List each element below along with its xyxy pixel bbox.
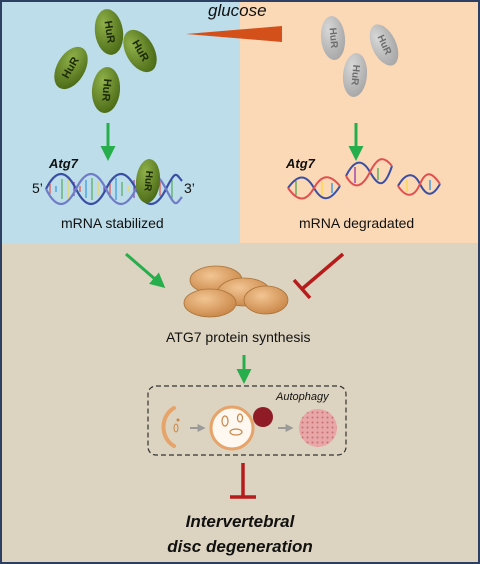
autophagy-box: [147, 385, 347, 456]
mrna-fragment: [287, 176, 341, 200]
mrna-fragment: [397, 173, 441, 196]
outcome-line-1: Intervertebral: [185, 512, 295, 531]
hur-protein-active: HuR: [94, 9, 124, 55]
mrna-degradated-label: mRNA degradated: [299, 215, 415, 231]
glucose-gradient-wedge: [186, 26, 282, 42]
mrna-stabilized-label: mRNA stabilized: [61, 215, 164, 231]
svg-text:HuR: HuR: [141, 170, 154, 192]
hur-protein-inactive: HuR: [320, 16, 346, 60]
hur-protein-active: HuR: [54, 46, 88, 90]
autophagy-label: Autophagy: [276, 391, 329, 403]
hur-protein-active: HuR: [91, 67, 121, 113]
atg7-protein-cluster: [183, 265, 289, 318]
svg-text:HuR: HuR: [326, 27, 339, 49]
arrow-promote-synthesis: [125, 252, 166, 288]
inhibit-synthesis: [292, 252, 345, 300]
mrna-fragment: [345, 158, 393, 187]
hur-protein-inactive: HuR: [342, 53, 368, 97]
svg-text:HuR: HuR: [102, 20, 117, 44]
atg7-gene-label-right: Atg7: [286, 156, 315, 171]
hur-protein-inactive: HuR: [369, 24, 399, 66]
hur-protein-active: HuR: [123, 29, 157, 73]
three-prime-label: 3’: [184, 180, 195, 196]
atg7-gene-label-left: Atg7: [49, 156, 78, 171]
svg-text:HuR: HuR: [99, 78, 113, 102]
five-prime-label: 5’: [32, 180, 43, 196]
glucose-label: glucose: [208, 1, 267, 20]
phagophore-icon: [161, 406, 180, 448]
inhibit-degeneration: [230, 463, 256, 499]
svg-text:HuR: HuR: [348, 64, 361, 86]
lysosome-icon: [253, 407, 273, 427]
hur-protein-bound: HuR: [135, 159, 161, 203]
mrna-helix-stabilized: [45, 172, 183, 206]
protein-synthesis-label: ATG7 protein synthesis: [166, 329, 311, 345]
autolysosome-icon: [299, 409, 337, 447]
outcome-line-2: disc degeneration: [167, 537, 313, 556]
autophagosome-icon: [209, 405, 255, 451]
